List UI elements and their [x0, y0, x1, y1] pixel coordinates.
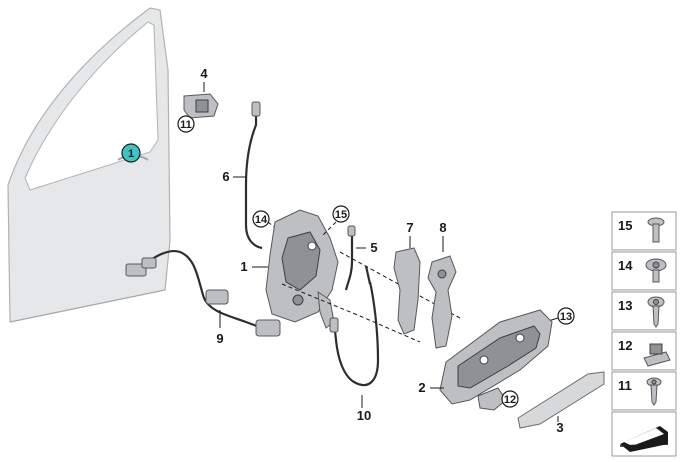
svg-text:14: 14 — [255, 214, 268, 226]
screw-torx-icon — [647, 296, 665, 328]
outer-handle-cable — [332, 281, 380, 387]
callout-5: 5 — [370, 240, 377, 255]
callout-3: 3 — [556, 420, 563, 435]
callout-12-housing: 12 — [501, 390, 519, 408]
fastener-table: 15 14 13 12 11 — [611, 211, 677, 457]
svg-text:11: 11 — [180, 119, 192, 131]
callout-11-near-striker: 11 — [177, 115, 195, 133]
callout-13: 13 — [557, 307, 575, 325]
callout-1-label: 1 — [128, 148, 134, 160]
screw-torx-large-icon — [645, 258, 667, 283]
callout-15: 15 — [332, 205, 350, 223]
table-label-11: 11 — [618, 378, 632, 393]
lock-rod — [244, 106, 263, 250]
outer-handle-housing — [439, 309, 553, 411]
svg-text:15: 15 — [335, 209, 347, 221]
callout-14: 14 — [252, 210, 270, 228]
table-label-13: 13 — [618, 298, 632, 313]
bracket-7 — [393, 247, 421, 335]
table-label-14: 14 — [618, 258, 633, 273]
table-label-15: 15 — [618, 218, 632, 233]
handle-carrier-8 — [427, 255, 457, 349]
screw-pan-head-icon — [647, 217, 665, 243]
striker-part — [183, 93, 219, 119]
callout-10: 10 — [357, 408, 371, 423]
bowden-cable-5 — [344, 234, 354, 291]
callout-9: 9 — [216, 331, 223, 346]
arrow-right-icon — [619, 426, 669, 452]
callout-7: 7 — [406, 220, 413, 235]
callout-2: 2 — [418, 380, 425, 395]
callout-8: 8 — [439, 220, 446, 235]
callout-1: 1 — [240, 259, 247, 274]
wiring-harness — [135, 250, 263, 330]
table-label-12: 12 — [618, 338, 632, 353]
svg-text:13: 13 — [560, 311, 572, 323]
screw-countersunk-icon — [646, 377, 662, 406]
callout-6: 6 — [222, 169, 229, 184]
svg-text:12: 12 — [504, 394, 516, 406]
callout-4: 4 — [200, 66, 208, 81]
callout-1-badge: 1 — [121, 143, 141, 163]
door-lock-body — [265, 209, 339, 329]
clip-nut-icon — [643, 343, 671, 367]
handle-cover-3 — [517, 371, 605, 429]
